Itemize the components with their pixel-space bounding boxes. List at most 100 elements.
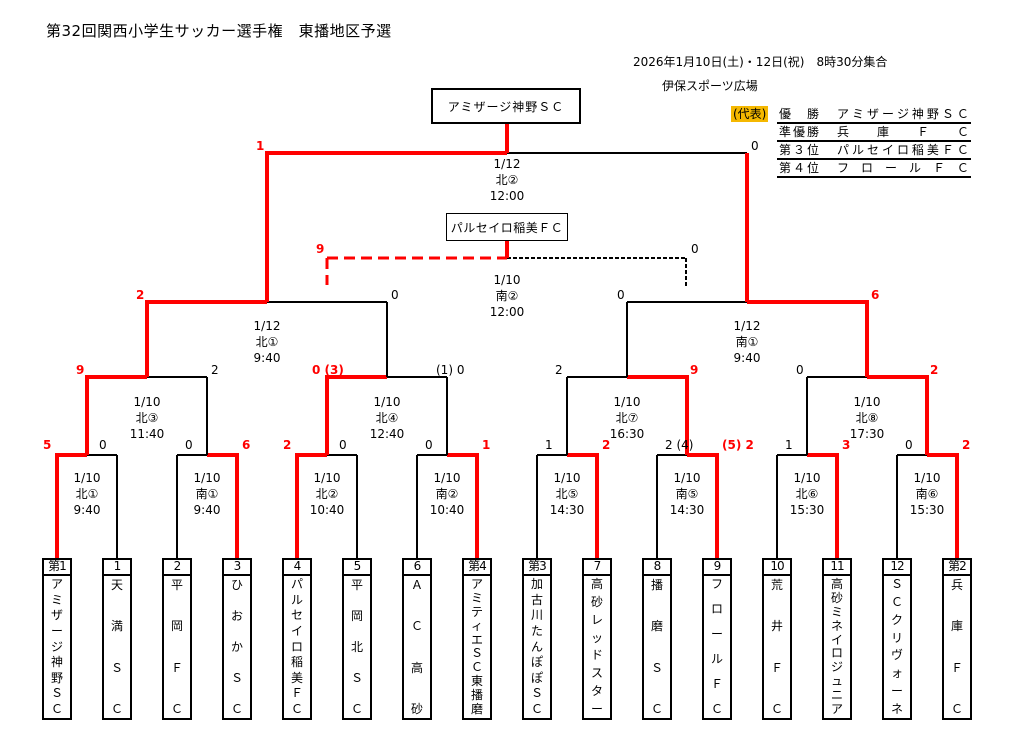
match-date: 1/12 (493, 157, 521, 171)
match-time: 14:30 (669, 503, 705, 517)
team-seed: 3 (222, 558, 252, 574)
team-seed: 10 (762, 558, 792, 574)
match-time: 16:30 (609, 427, 645, 441)
match-field: 北① (75, 487, 99, 501)
representative-badge: (代表) (731, 106, 769, 122)
third-place-box: パルセイロ稲美ＦＣ (446, 213, 568, 241)
match-time: 10:40 (309, 503, 345, 517)
r1_5-match-info: 1/10 北⑤ 14:30 (527, 470, 607, 518)
r1_3-right-score: 0 (339, 438, 347, 452)
match-date: 1/10 (493, 273, 521, 287)
final-right-score: 0 (751, 139, 759, 153)
match-time: 12:00 (489, 189, 525, 203)
match-date: 1/10 (73, 471, 101, 485)
qf2-right-score: (1) 0 (436, 363, 465, 377)
match-field: 北⑥ (795, 487, 819, 501)
r1_7-right-score: 3 (842, 438, 851, 452)
r1_6-right-score: (5) 2 (722, 438, 754, 452)
third-place-match-info: 1/10 南② 12:00 (467, 272, 547, 320)
team-seed: 2 (162, 558, 192, 574)
match-time: 9:40 (253, 351, 281, 365)
match-field: 北⑦ (615, 411, 639, 425)
qf1-right-score: 2 (211, 363, 219, 377)
qf3-left-score: 2 (555, 363, 563, 377)
match-field: 南⑤ (675, 487, 699, 501)
r1_5-right-score: 2 (602, 438, 611, 452)
match-date: 1/10 (853, 395, 881, 409)
match-time: 17:30 (849, 427, 885, 441)
result-rank: 優 勝 (779, 107, 822, 121)
match-field: 北④ (375, 411, 399, 425)
match-time: 11:40 (129, 427, 165, 441)
match-date: 1/10 (613, 395, 641, 409)
match-field: 南① (735, 335, 759, 349)
match-date: 1/10 (193, 471, 221, 485)
r1_6-left-score: 2 (4) (665, 438, 694, 452)
team-seed: 12 (882, 558, 912, 574)
r1_2-left-score: 0 (185, 438, 193, 452)
match-time: 15:30 (789, 503, 825, 517)
team-seed: 5 (342, 558, 372, 574)
r1_2-right-score: 6 (242, 438, 251, 452)
team-seed: 11 (822, 558, 852, 574)
match-date: 1/10 (913, 471, 941, 485)
r1_8-right-score: 2 (962, 438, 971, 452)
match-time: 12:00 (489, 305, 525, 319)
match-date: 1/10 (553, 471, 581, 485)
match-time: 9:40 (73, 503, 101, 517)
team-name: 高砂ミネイロジュニア (822, 574, 852, 720)
qf1-left-score: 9 (76, 363, 85, 377)
match-date: 1/12 (733, 319, 761, 333)
event-date: 2026年1月10日(土)・12日(祝) 8時30分集合 (633, 55, 888, 69)
match-field: 北⑤ (555, 487, 579, 501)
match-field: 北⑧ (855, 411, 879, 425)
team-seed: 第3 (522, 558, 552, 574)
page-title: 第32回関西小学生サッカー選手権 東播地区予選 (46, 22, 392, 40)
match-date: 1/10 (433, 471, 461, 485)
match-time: 14:30 (549, 503, 585, 517)
third-left-score: 9 (316, 242, 325, 256)
team-seed: 第2 (942, 558, 972, 574)
semi-left-left-score: 2 (136, 288, 145, 302)
event-venue: 伊保スポーツ広場 (662, 79, 758, 93)
result-rank: 第３位 (779, 143, 822, 157)
r1_4-right-score: 1 (482, 438, 491, 452)
r1_5-left-score: 1 (545, 438, 553, 452)
final-left-score: 1 (256, 139, 265, 153)
match-date: 1/12 (253, 319, 281, 333)
champion-box: アミザージ神野ＳＣ (431, 88, 581, 124)
team-seed: 第1 (42, 558, 72, 574)
qf4-right-score: 2 (930, 363, 939, 377)
team-seed: 9 (702, 558, 732, 574)
match-date: 1/10 (673, 471, 701, 485)
team-seed: 1 (102, 558, 132, 574)
match-field: 南② (495, 289, 519, 303)
